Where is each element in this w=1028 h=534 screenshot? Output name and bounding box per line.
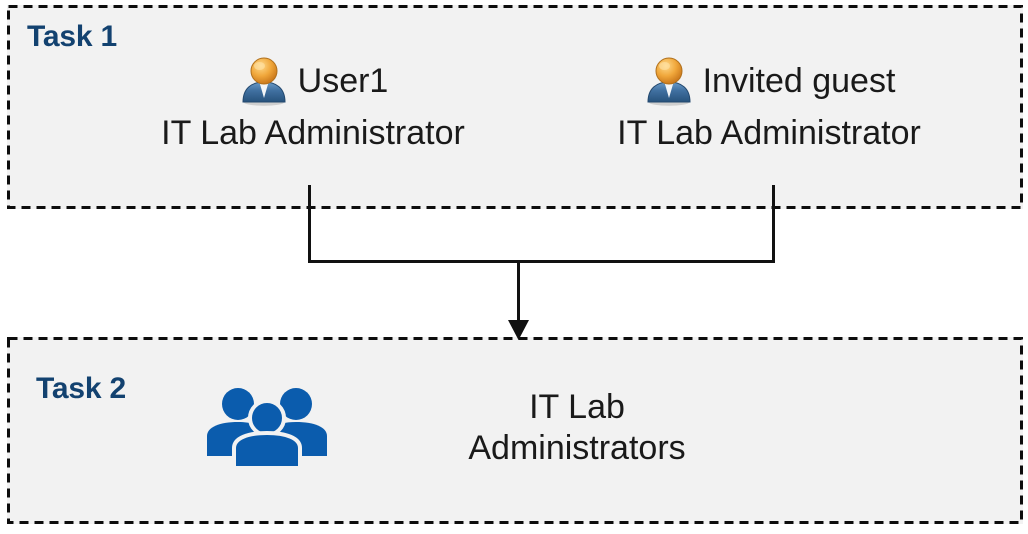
user-icon	[647, 57, 691, 106]
group-label-line2: Administrators	[468, 428, 686, 467]
person-name: User1	[297, 62, 389, 100]
person-role: IT Lab Administrator	[617, 114, 921, 152]
task-1-label: Task 1	[27, 20, 117, 53]
person-name-row: User1	[133, 52, 493, 110]
group-of-people-icon-svg	[207, 388, 327, 470]
person-role: IT Lab Administrator	[161, 114, 465, 152]
group-of-people-icon	[204, 380, 330, 475]
task-1-container	[7, 5, 1023, 209]
user-icon	[242, 57, 286, 106]
person-entry-user1: User1 IT Lab Administrator	[133, 52, 493, 150]
person-name: Invited guest	[702, 62, 896, 100]
task-2-label: Task 2	[36, 372, 126, 405]
person-name-row: Invited guest	[584, 52, 954, 110]
group-entry: IT Lab Administrators	[204, 380, 764, 475]
person-entry-invited-guest: Invited guest IT Lab Administrator	[584, 52, 954, 150]
group-label-line1: IT Lab	[529, 388, 625, 427]
group-label: IT Lab Administrators	[390, 387, 764, 467]
